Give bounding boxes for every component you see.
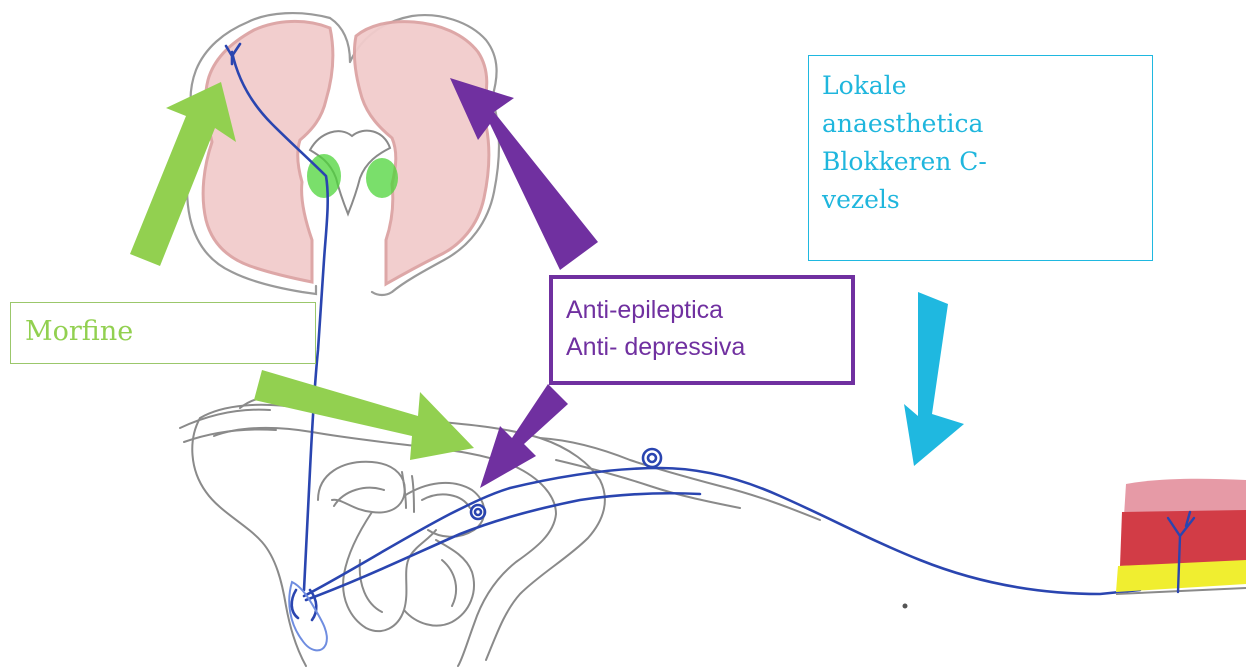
dorsal-horn-synapse-core [475, 509, 481, 515]
morfine-label: Morfine [25, 315, 315, 349]
lower-grey-matter-outline [318, 462, 484, 631]
dorsal-horn-right-green [366, 158, 398, 198]
pencil-dot [903, 604, 908, 609]
anti-epileptica-label: Anti-epileptica [566, 292, 851, 329]
lokale-arrow-down [904, 292, 964, 466]
dorsal-horn-left-green [307, 154, 341, 198]
morfine-arrow-down [254, 370, 474, 460]
lokale-label-line1: Lokale [822, 67, 1152, 105]
skin-layers [1116, 479, 1246, 594]
anti-label-box: Anti-epileptica Anti- depressiva [549, 275, 855, 385]
lokale-label-line4: vezels [822, 181, 1152, 219]
dorsal-root-outline [540, 438, 820, 520]
peripheral-nerve-return [306, 493, 700, 600]
lokale-label-line3: Blokkeren C- [822, 143, 1152, 181]
dorsal-horn-synapse [471, 505, 485, 519]
dorsal-root-ganglion [643, 449, 661, 467]
lokale-label-box: Lokale anaesthetica Blokkeren C- vezels [808, 55, 1153, 261]
anti-depressiva-label: Anti- depressiva [566, 329, 851, 366]
lokale-label-line2: anaesthetica [822, 105, 1152, 143]
morfine-label-box: Morfine [10, 302, 316, 364]
anti-arrow-down [480, 384, 568, 488]
skin-middle-red [1120, 510, 1246, 566]
dorsal-root-ganglion-core [648, 454, 656, 462]
